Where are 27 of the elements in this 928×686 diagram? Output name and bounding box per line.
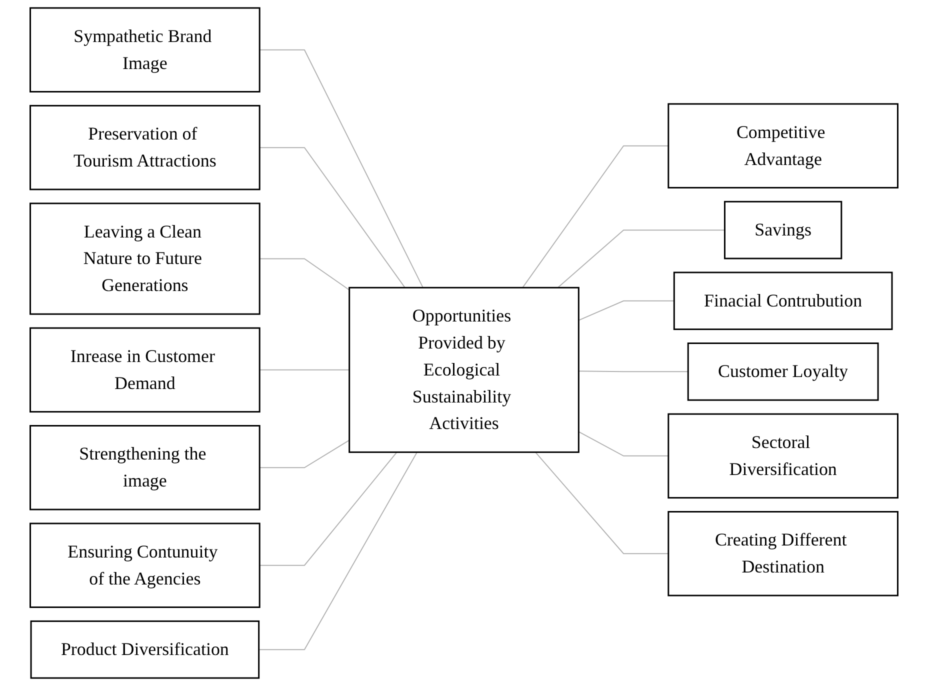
node-box: Leaving a Clean Nature to Future Generations <box>30 202 260 315</box>
node-box: Savings <box>724 200 842 260</box>
node-box: Product Diversification <box>30 620 260 679</box>
connector <box>578 300 675 321</box>
node-box: Preservation of Tourism Attractions <box>30 104 260 190</box>
connector <box>534 452 669 554</box>
node-box: Ensuring Contunuity of the Agencies <box>30 522 260 608</box>
connector <box>522 145 669 288</box>
connector <box>259 49 424 288</box>
node-box: Sympathetic Brand Image <box>30 7 260 92</box>
connector <box>557 230 726 288</box>
node-box: Strengthening the image <box>30 425 260 510</box>
connector <box>258 452 418 650</box>
connector <box>578 431 669 456</box>
connector <box>259 369 350 370</box>
node-box: Sectoral Diversification <box>668 413 898 499</box>
node-box: Opportunities Provided by Ecological Sustainability Activities <box>348 286 580 453</box>
connector <box>259 147 406 288</box>
connector <box>259 440 350 468</box>
connector <box>259 258 350 291</box>
node-box: Competitive Advantage <box>668 103 898 188</box>
node-box: Finacial Contrubution <box>673 272 893 330</box>
node-box: Customer Loyalty <box>687 342 879 401</box>
connector <box>578 370 689 372</box>
connector <box>259 452 398 566</box>
node-box: Inrease in Customer Demand <box>30 327 260 413</box>
node-box: Creating Different Destination <box>668 511 898 596</box>
